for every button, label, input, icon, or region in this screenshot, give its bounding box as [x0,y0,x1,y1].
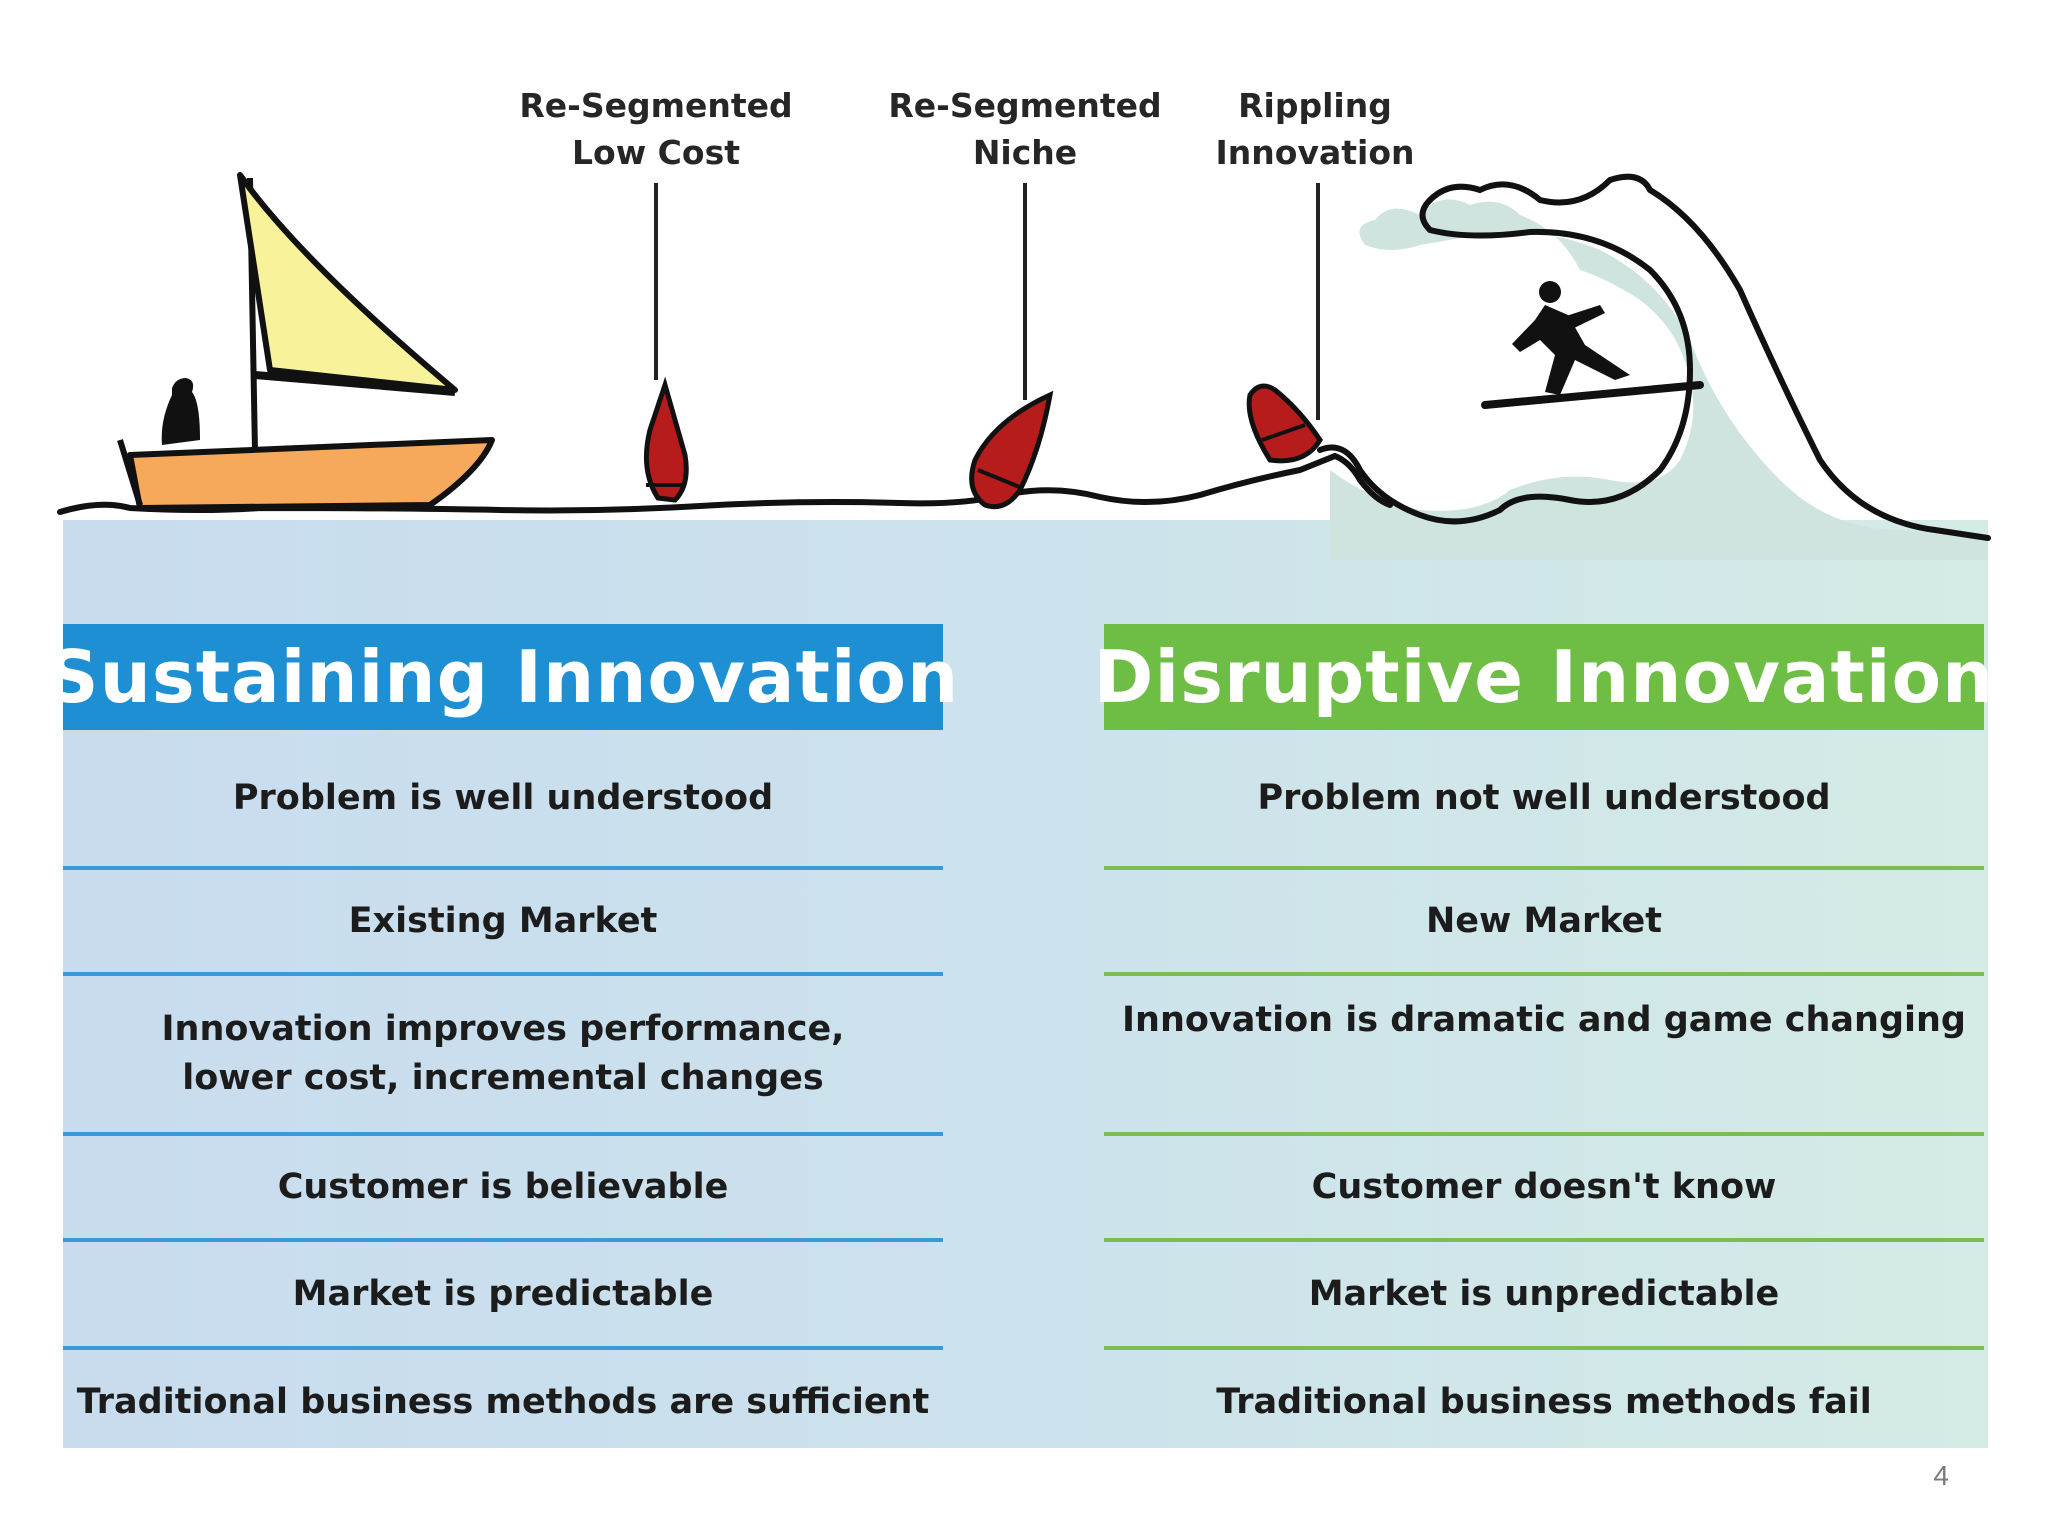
buoy-rippling [1246,383,1323,464]
disruptive-row: Customer doesn't know [1104,1132,1984,1238]
wave-crest [1427,173,1991,541]
disruptive-row: Market is unpredictable [1104,1238,1984,1346]
sustaining-row: Innovation improves performance, lower c… [63,972,943,1132]
disruptive-row: New Market [1104,866,1984,972]
disruptive-header: Disruptive Innovation [1094,624,1993,730]
wave-curl [1317,197,1694,525]
sea-illustration [57,172,1991,560]
buoy-niche [969,390,1054,510]
sustaining-row: Problem is well understood [232,777,774,818]
disruptive-row: Innovation is dramatic and game changing [1104,972,1984,1132]
sustaining-row: Customer is believable [63,1132,943,1238]
buoy-low-cost [643,376,689,503]
disruptive-column: Disruptive Innovation Problem not well u… [1094,624,1993,1454]
disruptive-row: Traditional business methods fail [1104,1346,1984,1454]
label-re-segmented-low-cost: Re-Segmented Low Cost [519,86,793,172]
sustaining-row: Traditional business methods are suffici… [63,1346,943,1454]
sustaining-title: Sustaining Innovation [46,635,960,719]
sustaining-column: Sustaining Innovation Problem is well un… [47,624,958,1454]
sailor [161,378,200,445]
disruptive-row: Problem not well understood [1257,777,1831,818]
boat-stern [117,439,143,506]
boat-sail [237,172,458,393]
sustaining-row: Existing Market [63,866,943,972]
label-rippling-innovation: Rippling Innovation [1215,86,1415,172]
sail-boom [254,371,456,396]
sustaining-header: Sustaining Innovation [47,624,958,730]
sustaining-row: Market is predictable [63,1238,943,1346]
boat-hull [127,437,495,511]
label-re-segmented-niche: Re-Segmented Niche [888,86,1162,172]
wave-fill [1330,199,1988,560]
page-number: 4 [1933,1460,1949,1491]
surfer [1481,281,1704,409]
disruptive-title: Disruptive Innovation [1093,635,1995,719]
